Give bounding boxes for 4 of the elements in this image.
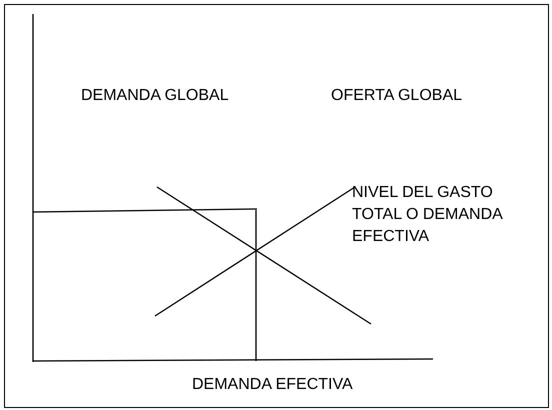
axis-label: DEMANDA GLOBAL bbox=[81, 87, 229, 104]
axis-label: DEMANDA EFECTIVA bbox=[192, 376, 353, 393]
axis-label: NIVEL DEL GASTO TOTAL O DEMANDA EFECTIVA bbox=[352, 184, 502, 245]
axis-label: OFERTA GLOBAL bbox=[331, 87, 462, 104]
